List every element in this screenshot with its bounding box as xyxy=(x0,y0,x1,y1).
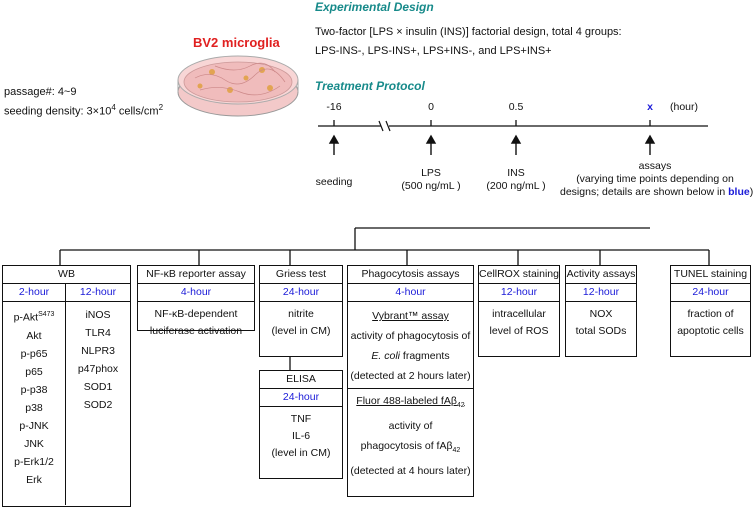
wb-item: p-p38 xyxy=(20,383,48,396)
wb-item: p47phox xyxy=(77,363,119,375)
wb-item: iNOS xyxy=(85,309,111,321)
wb-col-12h: iNOS TLR4 NLPR3 p47phox SOD1 SOD2 xyxy=(66,306,130,414)
wb-head: WB xyxy=(3,266,130,284)
cellrox-head: CellROX staining xyxy=(479,266,559,284)
phago-time: 4-hour xyxy=(348,284,473,302)
fluor-title: Fluor 488-labeled fAβ42 xyxy=(356,395,465,410)
tunel-time: 24-hour xyxy=(671,284,750,302)
wb-time-12h: 12-hour xyxy=(79,286,117,298)
lps-label: LPS(500 ng/mL ) xyxy=(401,167,461,192)
activity-time: 12-hour xyxy=(566,284,636,302)
design-line-1: Two-factor [LPS × insulin (INS)] factori… xyxy=(315,26,622,38)
wb-item: NLPR3 xyxy=(81,345,115,357)
wb-box: WB 2-hour 12-hour p-AktS473 Akt p-p65 p6… xyxy=(2,265,131,507)
wb-col-2h: p-AktS473 Akt p-p65 p65 p-p38 p38 p-JNK … xyxy=(3,306,65,489)
tick-label-lps: 0 xyxy=(428,101,434,113)
wb-item: p38 xyxy=(25,401,43,414)
cell-line-label: BV2 microglia xyxy=(193,35,280,50)
wb-item: Akt xyxy=(26,329,42,342)
protocol-title: Treatment Protocol xyxy=(315,79,425,93)
wb-item: SOD1 xyxy=(83,381,113,393)
wb-time-2h: 2-hour xyxy=(18,286,50,298)
passage-number: passage#: 4~9 xyxy=(4,86,77,98)
up-arrow-icon xyxy=(328,134,656,155)
cellrox-time: 12-hour xyxy=(479,284,559,302)
griess-box: Griess test 24-hour nitrite(level in CM) xyxy=(259,265,343,357)
wb-item: p-p65 xyxy=(20,347,48,360)
tick-label-ins: 0.5 xyxy=(508,101,524,113)
wb-item: SOD2 xyxy=(83,399,113,411)
design-line-2: LPS-INS-, LPS-INS+, LPS+INS-, and LPS+IN… xyxy=(315,45,552,57)
vybrant-title: Vybrant™ assay xyxy=(372,310,449,322)
seeding-density: seeding density: 3×104 cells/cm2 xyxy=(4,103,164,118)
assays-label: assays (varying time points depending on… xyxy=(560,160,753,198)
elisa-time: 24-hour xyxy=(260,389,342,407)
tick-label-seeding: -16 xyxy=(326,101,342,113)
phago-head: Phagocytosis assays xyxy=(348,266,473,284)
wb-item: p-Erk1/2 xyxy=(14,455,54,468)
seeding-label: seeding xyxy=(315,176,353,188)
time-unit: (hour) xyxy=(670,101,699,113)
nfkb-head: NF-κB reporter assay xyxy=(138,266,254,284)
wb-item: TLR4 xyxy=(85,327,111,339)
activity-head: Activity assays xyxy=(566,266,636,284)
petri-dish-icon xyxy=(177,55,299,117)
nfkb-box: NF-κB reporter assay 4-hour NF-κB-depend… xyxy=(137,265,255,337)
phagocytosis-box: Phagocytosis assays 4-hour Vybrant™ assa… xyxy=(347,265,474,497)
griess-head: Griess test xyxy=(260,266,342,284)
phago-body: Vybrant™ assay activity of phagocytosis … xyxy=(348,302,473,481)
design-title: Experimental Design xyxy=(315,0,434,14)
griess-body: nitrite(level in CM) xyxy=(271,308,331,337)
wb-item: p65 xyxy=(25,365,43,378)
ins-label: INS(200 ng/mL ) xyxy=(486,167,546,192)
wb-item: JNK xyxy=(24,437,44,450)
griess-time: 24-hour xyxy=(260,284,342,302)
tunel-head: TUNEL staining xyxy=(671,266,750,284)
wb-item: p-JNK xyxy=(19,419,49,432)
wb-item: Erk xyxy=(26,473,42,486)
elisa-head: ELISA xyxy=(260,371,342,389)
tick-label-assays: x xyxy=(647,101,653,113)
wb-item: p-AktS473 xyxy=(13,311,55,324)
nfkb-time: 4-hour xyxy=(138,284,254,302)
